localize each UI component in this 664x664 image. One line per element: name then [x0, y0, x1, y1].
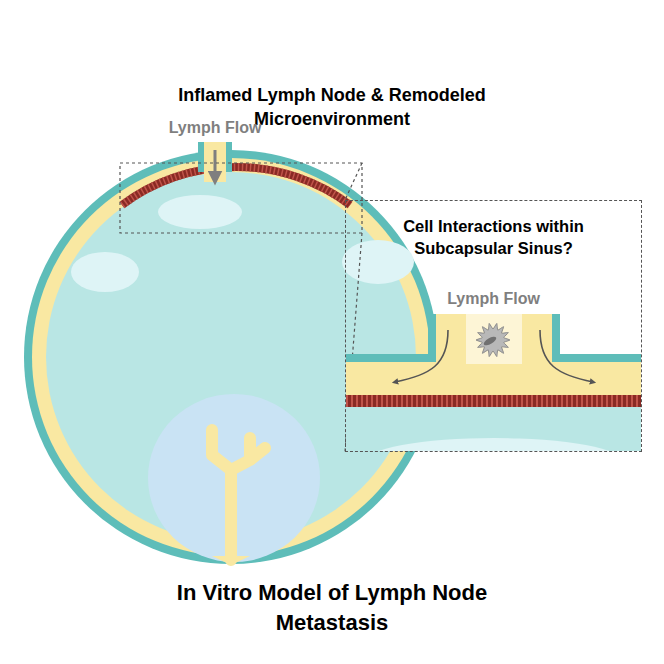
flow-label: Lymph Flow — [145, 117, 285, 139]
endothelium — [122, 167, 350, 205]
flow-arrow — [214, 150, 217, 178]
cell-nucleus — [482, 335, 497, 347]
flow-arrow — [395, 330, 448, 382]
capsule — [24, 150, 438, 564]
afferent-wall — [428, 314, 436, 362]
flow-label: Lymph Flow — [414, 288, 574, 310]
follicle — [342, 240, 414, 284]
endothelium — [346, 395, 641, 407]
immune-cell — [476, 323, 510, 356]
efferent-vessel — [212, 556, 250, 565]
medullary-sinus — [212, 430, 265, 560]
follicle — [71, 252, 139, 292]
afferent-vessel — [204, 142, 226, 182]
zoom-line — [345, 163, 362, 200]
endothelium-texture — [122, 167, 350, 205]
caption: In Vitro Model of Lymph Node Metastasis — [142, 578, 522, 637]
endothelium-texture — [346, 395, 641, 407]
inset-box: Cell Interactions within Subcapsular Sin… — [345, 200, 642, 452]
afferent-vessel — [436, 314, 552, 364]
capsule — [558, 354, 641, 362]
follicle — [158, 195, 242, 229]
inset-question: Cell Interactions within Subcapsular Sin… — [356, 215, 631, 260]
flow-arrow — [540, 330, 593, 382]
zoom-box — [120, 163, 362, 233]
capsule — [346, 354, 430, 362]
inset-illustration — [346, 314, 641, 451]
vessel-center — [466, 314, 522, 364]
afferent-wall — [552, 314, 560, 362]
subcapsular-sinus — [346, 360, 641, 396]
follicle — [364, 438, 624, 451]
medulla — [148, 394, 320, 562]
